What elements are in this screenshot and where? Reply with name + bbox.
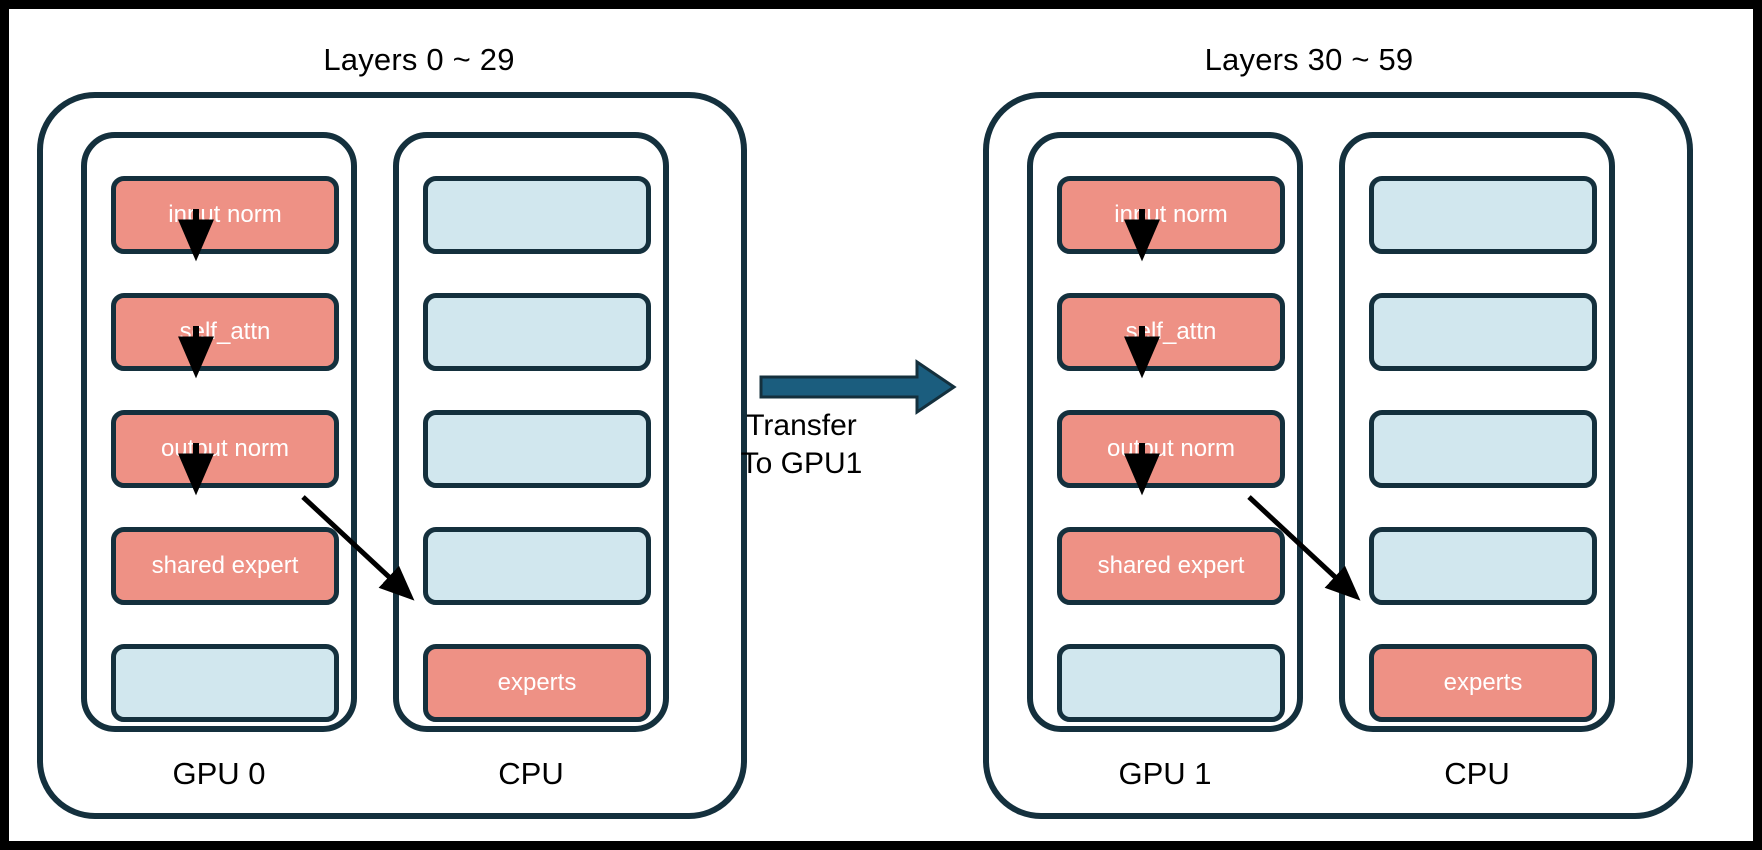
transfer-label: Transfer To GPU1 [699, 407, 904, 484]
transfer-arrow [759, 359, 957, 415]
panel-title-left: Layers 0 ~ 29 [323, 42, 515, 77]
panel-title-right: Layers 30 ~ 59 [1204, 42, 1414, 77]
block-shared-expert[interactable]: shared expert [111, 527, 339, 605]
block-output-norm[interactable]: output norm [111, 410, 339, 488]
block-input-norm[interactable]: input norm [111, 176, 339, 254]
block-cpu-slot-4[interactable] [423, 527, 651, 605]
block-shared-expert[interactable]: shared expert [1057, 527, 1285, 605]
diagram-canvas: Layers 0 ~ 29 Layers 30 ~ 59 input norm … [9, 9, 1753, 841]
device-label-gpu-1: GPU 1 [1118, 756, 1212, 791]
block-cpu-slot-2[interactable] [1369, 293, 1597, 371]
block-empty-slot[interactable] [1057, 644, 1285, 722]
device-panel-right: input norm self_attn output norm shared … [983, 92, 1693, 819]
block-self-attn[interactable]: self_attn [1057, 293, 1285, 371]
block-cpu-slot-1[interactable] [1369, 176, 1597, 254]
cpu-column-right: experts [1339, 132, 1615, 732]
block-self-attn[interactable]: self_attn [111, 293, 339, 371]
cpu-column-left: experts [393, 132, 669, 732]
block-input-norm[interactable]: input norm [1057, 176, 1285, 254]
device-label-cpu-right: CPU [1444, 756, 1510, 791]
block-empty-slot[interactable] [111, 644, 339, 722]
block-cpu-slot-1[interactable] [423, 176, 651, 254]
transfer-label-line2: To GPU1 [740, 447, 863, 481]
gpu-column-right: input norm self_attn output norm shared … [1027, 132, 1303, 732]
block-cpu-slot-3[interactable] [423, 410, 651, 488]
block-cpu-slot-4[interactable] [1369, 527, 1597, 605]
gpu-column-left: input norm self_attn output norm shared … [81, 132, 357, 732]
transfer-label-line1: Transfer [746, 409, 857, 442]
device-label-gpu-0: GPU 0 [172, 756, 266, 791]
block-experts[interactable]: experts [1369, 644, 1597, 722]
device-panel-left: input norm self_attn output norm shared … [37, 92, 747, 819]
block-experts[interactable]: experts [423, 644, 651, 722]
device-label-cpu-left: CPU [498, 756, 564, 791]
block-cpu-slot-3[interactable] [1369, 410, 1597, 488]
block-cpu-slot-2[interactable] [423, 293, 651, 371]
block-output-norm[interactable]: output norm [1057, 410, 1285, 488]
